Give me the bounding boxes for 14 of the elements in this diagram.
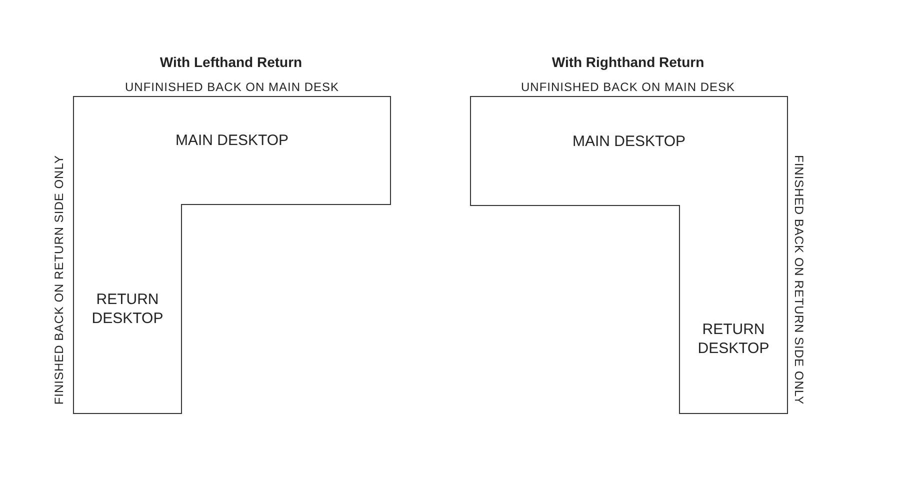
desktop-label: RETURN DESKTOP	[90, 290, 164, 328]
desktop-outline	[679, 205, 788, 414]
edge-finish-note: FINISHED BACK ON RETURN SIDE ONLY	[792, 155, 806, 405]
configuration-heading: With Righthand Return	[552, 54, 704, 70]
desktop-label: MAIN DESKTOP	[175, 131, 289, 150]
desktop-label: RETURN DESKTOP	[696, 320, 770, 358]
desktop-outline	[73, 204, 182, 414]
configuration-heading: With Lefthand Return	[160, 54, 302, 70]
desktop-label: MAIN DESKTOP	[572, 132, 686, 150]
edge-finish-note: UNFINISHED BACK ON MAIN DESK	[124, 80, 340, 94]
edge-finish-note: UNFINISHED BACK ON MAIN DESK	[520, 80, 736, 94]
edge-finish-note: FINISHED BACK ON RETURN SIDE ONLY	[52, 155, 66, 405]
desktop-outline	[73, 96, 391, 205]
desktop-outline	[470, 96, 788, 206]
